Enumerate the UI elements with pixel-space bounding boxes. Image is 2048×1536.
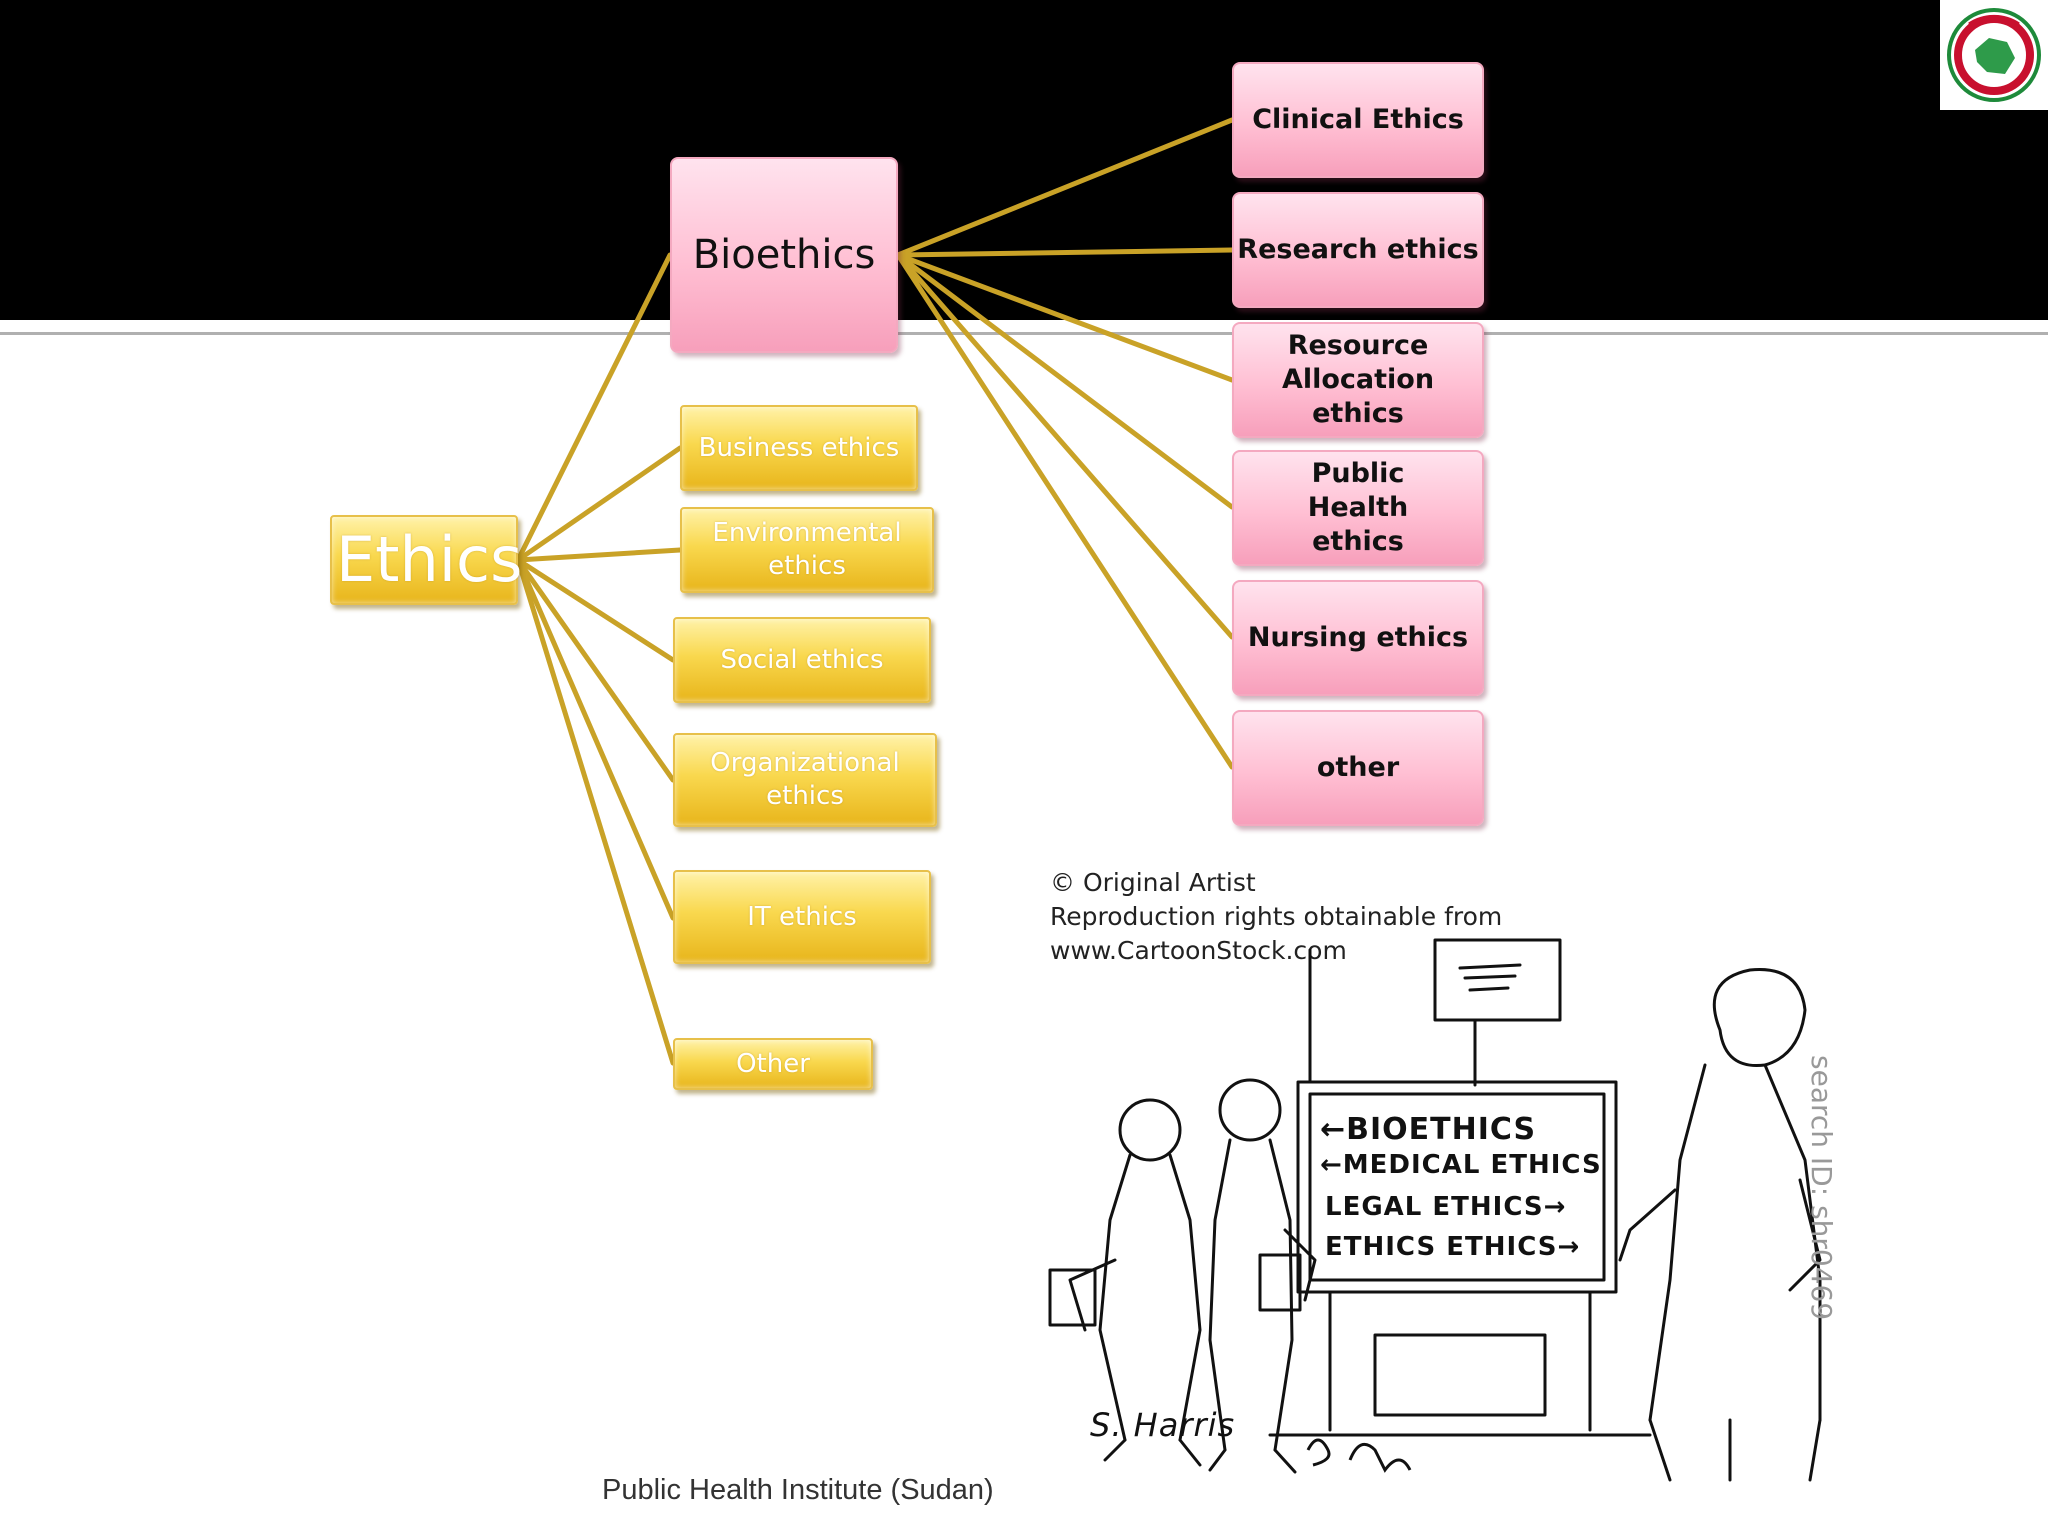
node-bioethics-label: Bioethics — [692, 232, 876, 278]
node-public-health-ethics: Public Health ethics — [1232, 450, 1484, 566]
cartoon-credit-line3: www.CartoonStock.com — [1050, 936, 1347, 965]
node-social-ethics-label: Social ethics — [720, 644, 884, 675]
node-organizational-ethics-label: Organizational ethics — [710, 748, 900, 811]
node-nursing-ethics: Nursing ethics — [1232, 580, 1484, 696]
node-clinical-ethics-label: Clinical Ethics — [1252, 104, 1464, 135]
node-it-ethics-label: IT ethics — [747, 901, 857, 932]
footer-text: Public Health Institute (Sudan) — [602, 1474, 994, 1506]
cartoon-credit-line2: Reproduction rights obtainable from — [1050, 902, 1503, 931]
sign-line-bioethics: ←BIOETHICS — [1320, 1112, 1537, 1147]
node-social-ethics: Social ethics — [673, 617, 931, 703]
cartoon-signature: S. Harris — [1090, 1406, 1236, 1444]
header-band — [0, 0, 2048, 320]
node-business-ethics: Business ethics — [680, 405, 918, 491]
node-environmental-ethics: Environmental ethics — [680, 507, 934, 593]
node-research-ethics-label: Research ethics — [1237, 234, 1479, 265]
node-nursing-ethics-label: Nursing ethics — [1247, 622, 1469, 653]
node-business-ethics-label: Business ethics — [698, 432, 900, 463]
node-other-bioethics: other — [1232, 710, 1484, 826]
cartoon-illustration — [1048, 938, 1822, 1482]
cartoon-credit-line1: © Original Artist — [1050, 868, 1256, 897]
node-other-bioethics-label: other — [1316, 752, 1400, 783]
cartoon-search-id: search ID: shr0469 — [1805, 1055, 1838, 1321]
institute-logo — [1940, 0, 2048, 110]
node-resource-allocation-ethics: Resource Allocation ethics — [1232, 322, 1484, 438]
header-rule — [0, 332, 2048, 335]
node-research-ethics: Research ethics — [1232, 192, 1484, 308]
sign-line-medical-ethics: ←MEDICAL ETHICS — [1320, 1150, 1602, 1180]
node-organizational-ethics: Organizational ethics — [673, 733, 937, 827]
sign-line-legal-ethics: LEGAL ETHICS→ — [1325, 1192, 1567, 1222]
sign-line-ethics-ethics: ETHICS ETHICS→ — [1325, 1232, 1581, 1262]
node-ethics-label: Ethics — [336, 523, 523, 596]
node-clinical-ethics: Clinical Ethics — [1232, 62, 1484, 178]
node-other: Other — [673, 1038, 873, 1090]
node-other-label: Other — [736, 1048, 810, 1079]
node-it-ethics: IT ethics — [673, 870, 931, 964]
node-environmental-ethics-label: Environmental ethics — [712, 518, 902, 581]
node-bioethics: Bioethics — [670, 157, 898, 353]
node-resource-allocation-ethics-label: Resource Allocation ethics — [1281, 330, 1435, 429]
node-public-health-ethics-label: Public Health ethics — [1307, 458, 1409, 557]
node-ethics: Ethics — [330, 515, 522, 605]
